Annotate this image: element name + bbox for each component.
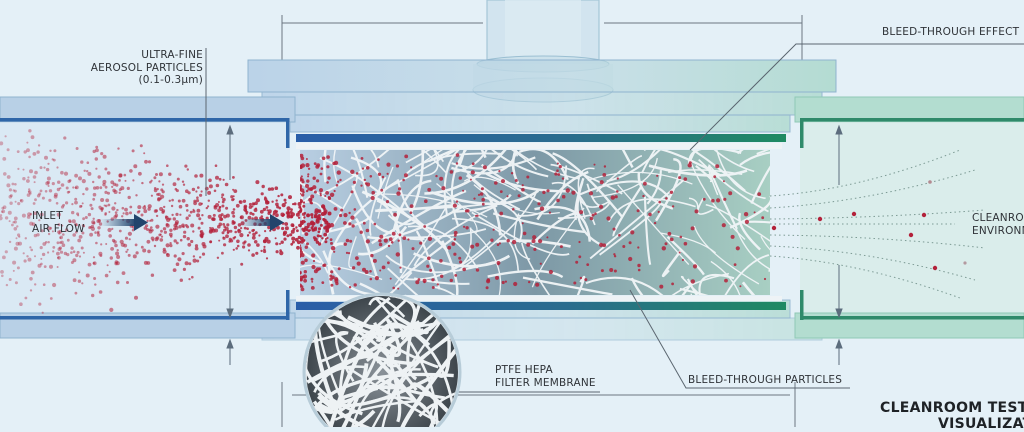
bleed-through-particles — [771, 180, 967, 271]
inlet-flow-arrows — [100, 214, 284, 231]
cleanroom-environment-label: CLEANROOM ENVIRONMENT — [972, 212, 1024, 237]
bleed-through-particles-label: BLEED-THROUGH PARTICLES — [688, 374, 843, 386]
ptfe-membrane-label: PTFE HEPA FILTER MEMBRANE — [495, 364, 596, 389]
diagram-title: CLEANROOM TESTING VISUALIZATION — [880, 400, 1024, 432]
leader-lines — [205, 43, 1024, 393]
filter-media — [296, 134, 786, 310]
ultra-fine-particles-label: ULTRA-FINE AEROSOL PARTICLES (0.1-0.3µm) — [90, 49, 203, 86]
outlet-streamlines — [769, 149, 986, 299]
duct-dimension-arrows — [226, 124, 843, 365]
inlet-air-flow-label: INLET AIR FLOW — [32, 210, 85, 235]
bleed-through-effect-label: BLEED-THROUGH EFFECT — [882, 26, 1020, 38]
membrane-magnifier — [302, 292, 462, 427]
outlet-duct — [794, 96, 1024, 339]
